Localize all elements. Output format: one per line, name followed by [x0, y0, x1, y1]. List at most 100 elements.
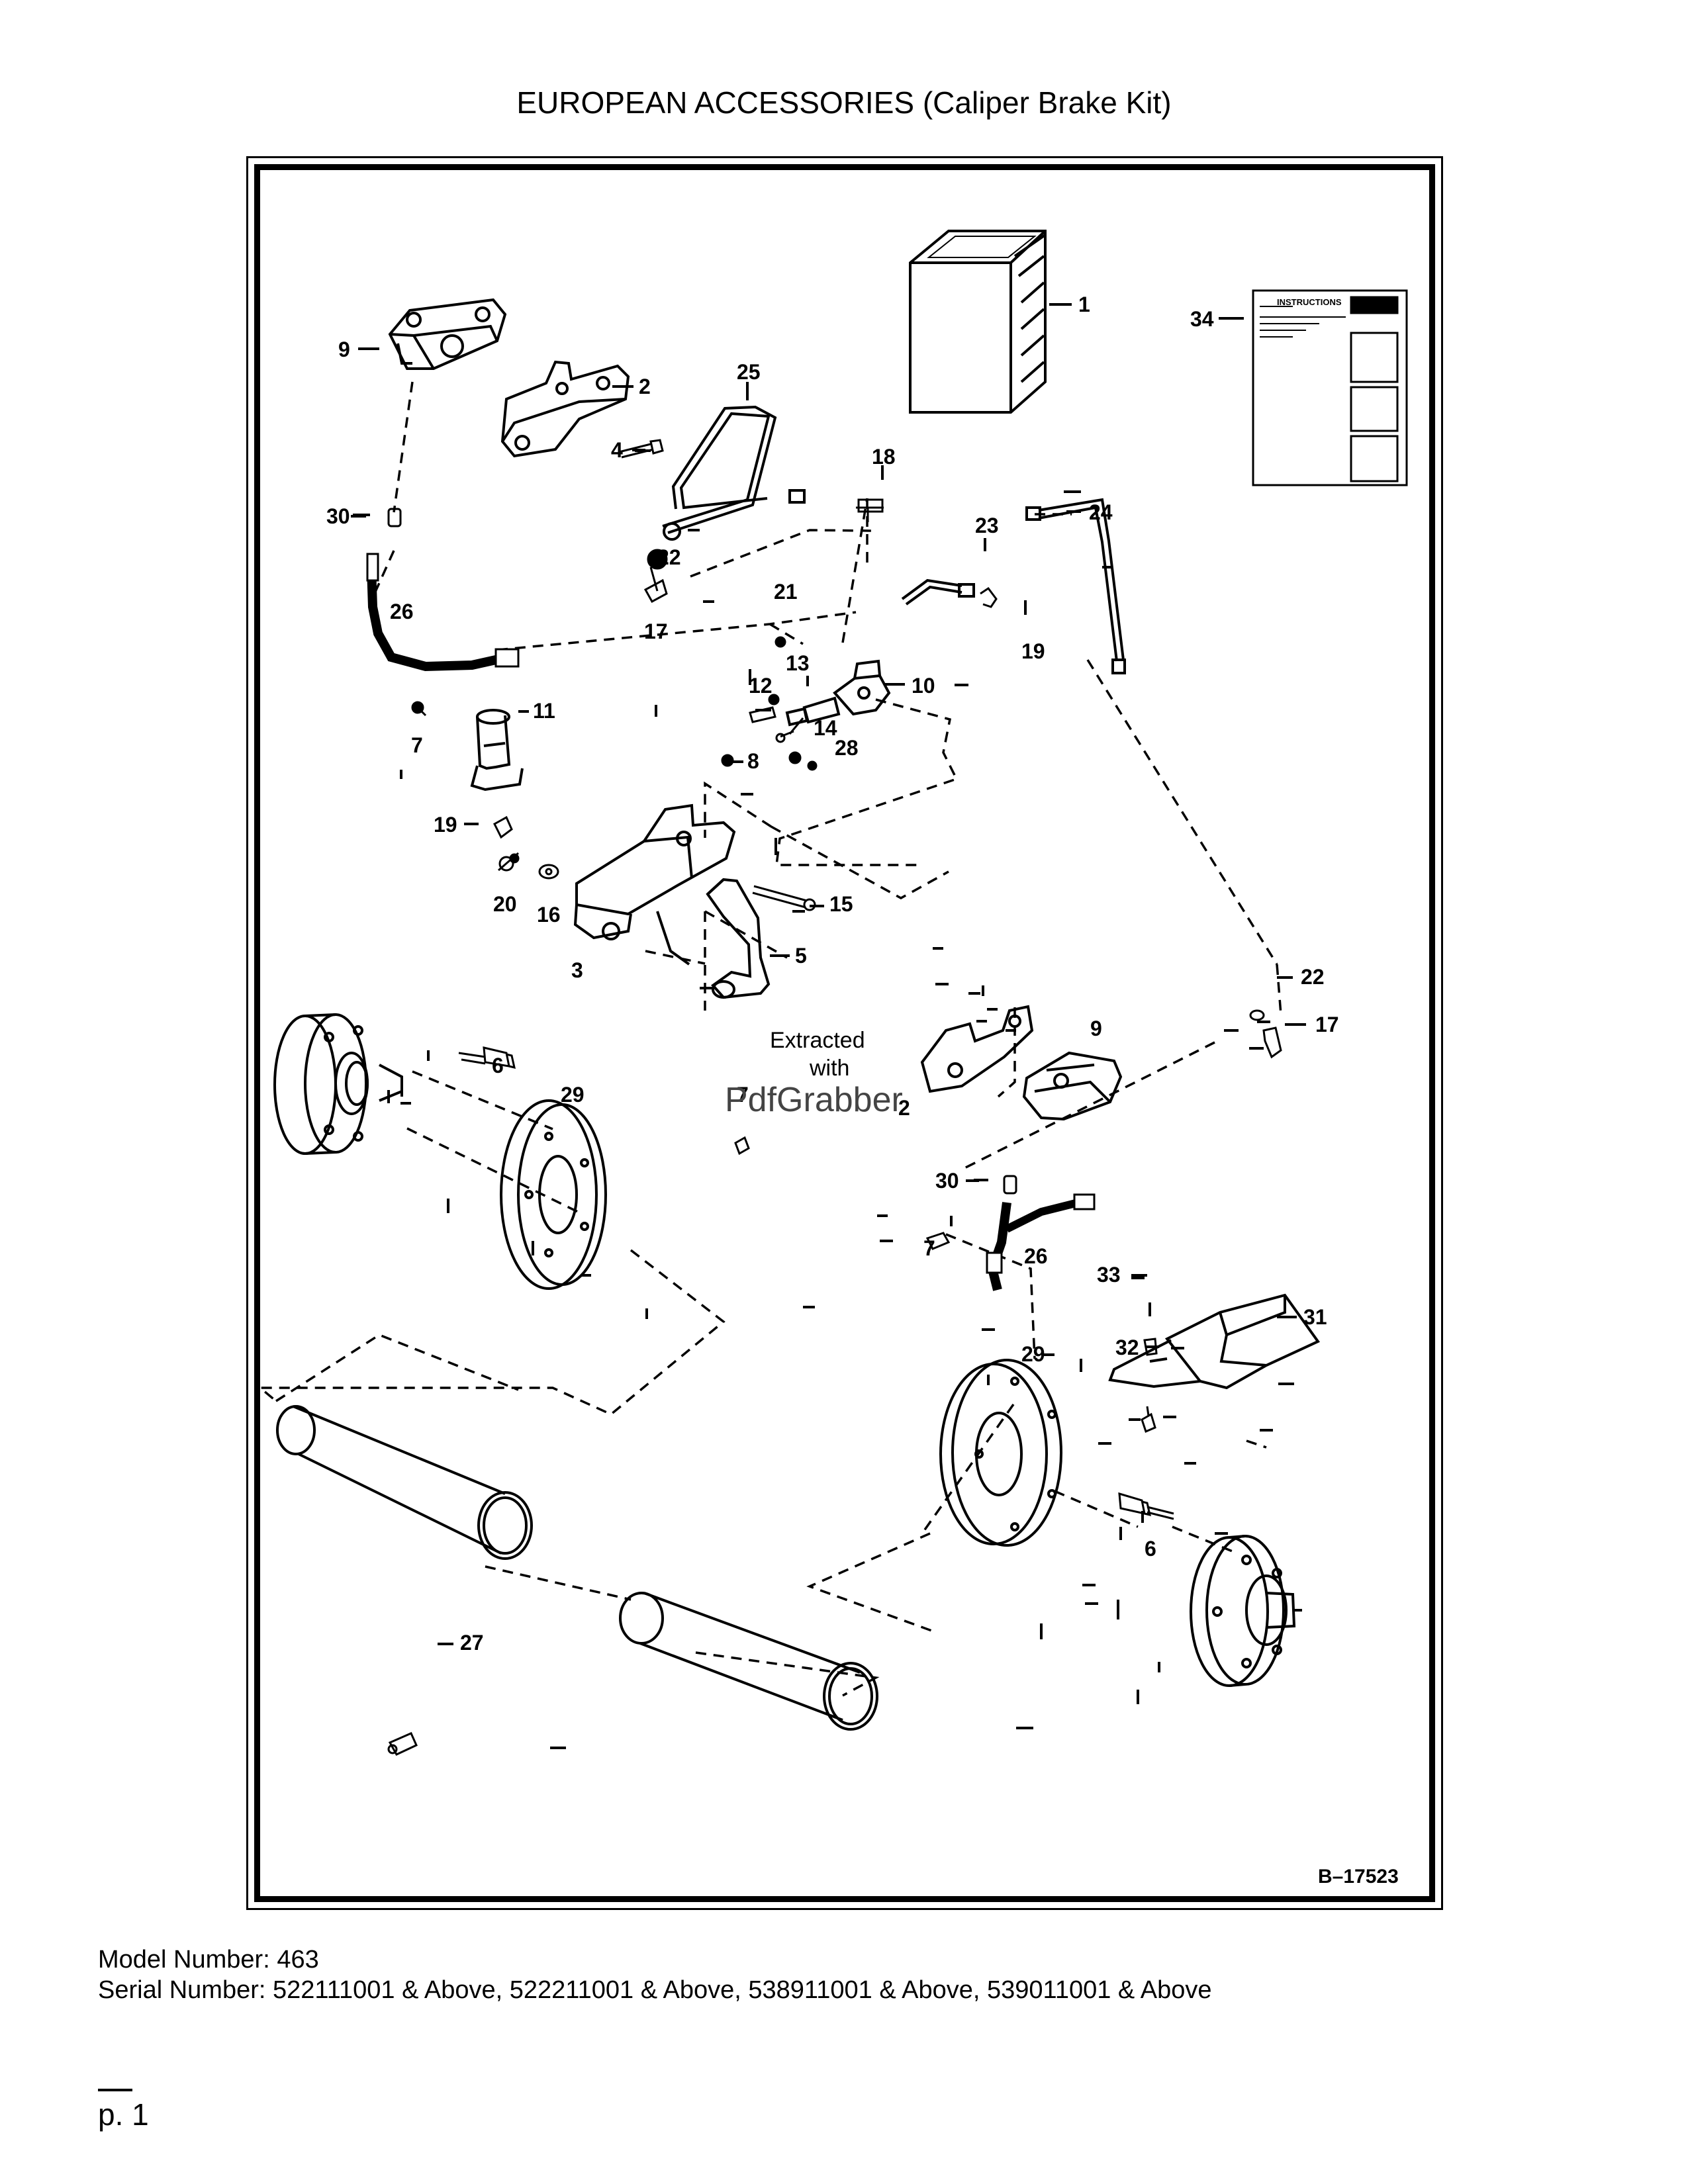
callout-19-upper: 19 [1021, 639, 1045, 663]
callout-29-upper: 29 [561, 1083, 585, 1107]
master-cylinder [785, 659, 891, 727]
bolt-7-middle [734, 1136, 750, 1156]
callout-3: 3 [571, 958, 583, 982]
callout-5: 5 [795, 944, 807, 968]
callout-25: 25 [737, 360, 761, 384]
callout-10: 10 [912, 674, 935, 698]
callout-11: 11 [533, 699, 555, 723]
pin-15 [752, 885, 816, 911]
assembly-lines [260, 381, 1282, 1697]
clip-19-upper [980, 586, 998, 608]
stud-6-lower [1118, 1492, 1174, 1520]
callout-22-upper: 22 [657, 545, 681, 569]
callout-1: 1 [1078, 293, 1090, 316]
watermark-line-2: with [809, 1056, 849, 1081]
rotor-lower [939, 1359, 1062, 1547]
washer-22-upper [647, 549, 668, 570]
callout-12: 12 [749, 674, 773, 698]
callout-21: 21 [774, 580, 798, 604]
bent-tube [662, 405, 806, 541]
lower-bracket [920, 1005, 1034, 1093]
callout-9-lower: 9 [1090, 1017, 1102, 1040]
callout-19-lower: 19 [434, 813, 457, 837]
callout-7-lower: 7 [923, 1236, 935, 1260]
fitting-30-lower [1003, 1175, 1017, 1195]
fitting-21 [774, 636, 786, 648]
serial-number: Serial Number: 522111001 & Above, 522211… [98, 1976, 1212, 2004]
rotor-upper [500, 1099, 607, 1290]
callout-33: 33 [1097, 1263, 1121, 1287]
page-dash [98, 2089, 132, 2091]
callout-26-upper: 26 [390, 600, 414, 623]
washer-16 [538, 864, 559, 880]
pin-14 [775, 717, 804, 764]
callout-16: 16 [537, 903, 561, 927]
callout-24: 24 [1089, 500, 1113, 524]
fitting-30-upper [387, 508, 402, 527]
parts-box [909, 230, 1047, 414]
callout-6-upper: 6 [492, 1054, 504, 1077]
short-tube [901, 578, 975, 606]
instruction-sheet-header: INSTRUCTIONS [1277, 297, 1342, 307]
callout-13: 13 [786, 651, 810, 675]
callout-17-upper: 17 [644, 619, 668, 643]
callout-17-lower: 17 [1315, 1013, 1339, 1036]
watermark: Extracted with PdfGrabber [725, 1028, 903, 1119]
callout-7-middle: 7 [737, 1083, 749, 1107]
clip-20 [498, 852, 520, 872]
page-number: p. 1 [98, 2097, 149, 2132]
brake-hose-upper [366, 553, 520, 672]
washer-22-lower [1249, 1009, 1265, 1021]
model-number: Model Number: 463 [98, 1946, 319, 1974]
callout-14: 14 [814, 716, 837, 740]
instruction-sheet [1252, 289, 1408, 486]
nut-13 [768, 694, 780, 705]
callout-leaders [351, 303, 1294, 1749]
page-title: EUROPEAN ACCESSORIES (Caliper Brake Kit) [516, 85, 1172, 120]
bolt-27 [387, 1732, 418, 1756]
pushrod-12 [749, 706, 776, 723]
callout-20: 20 [493, 892, 517, 916]
bolt-32 [1141, 1406, 1156, 1433]
watermark-line-3: PdfGrabber [725, 1081, 903, 1119]
bolt-33 [1143, 1338, 1158, 1356]
callout-6-lower: 6 [1145, 1537, 1156, 1561]
brake-hose-lower [986, 1193, 1096, 1291]
reservoir [470, 709, 524, 792]
callout-28: 28 [835, 736, 859, 760]
tee-fitting [856, 498, 884, 522]
figure-code: B–17523 [1318, 1866, 1399, 1888]
lower-caliper [1022, 1051, 1123, 1121]
callout-30-lower: 30 [935, 1169, 959, 1193]
callout-15: 15 [829, 892, 853, 916]
diagram-outer-frame [246, 156, 1443, 1910]
axle-tube-left [276, 1405, 533, 1560]
callout-22-lower: 22 [1301, 965, 1325, 989]
elbow-17-lower [1262, 1026, 1282, 1059]
upper-bracket [500, 360, 630, 458]
axle-tube-right [619, 1592, 878, 1731]
callout-2-upper: 2 [639, 375, 651, 398]
exploded-parts-diagram: INSTRUCTIONS 1 34 9 2 25 18 4 24 30 23 2… [260, 230, 1408, 1888]
callout-27: 27 [460, 1631, 484, 1655]
diagram-inner-frame [254, 164, 1435, 1902]
callout-9-upper: 9 [338, 338, 350, 361]
callout-34: 34 [1190, 307, 1214, 331]
callout-18: 18 [872, 445, 896, 469]
elbow-17-upper [643, 567, 668, 604]
hub-right [1190, 1535, 1302, 1687]
callout-7-upper: 7 [411, 733, 423, 757]
callout-26-lower: 26 [1024, 1244, 1048, 1268]
callout-29-lower: 29 [1021, 1342, 1045, 1366]
pedal-arm [706, 878, 771, 999]
callout-32: 32 [1115, 1336, 1139, 1359]
callout-30-upper: 30 [326, 504, 350, 528]
bolt-7-upper [411, 701, 427, 717]
clip-19-lower [493, 815, 513, 839]
callout-2-lower: 2 [898, 1096, 910, 1120]
washer-28 [807, 760, 818, 771]
watermark-line-1: Extracted [770, 1028, 865, 1053]
callout-4: 4 [611, 438, 623, 462]
callout-23: 23 [975, 514, 999, 537]
callout-31: 31 [1303, 1305, 1327, 1329]
